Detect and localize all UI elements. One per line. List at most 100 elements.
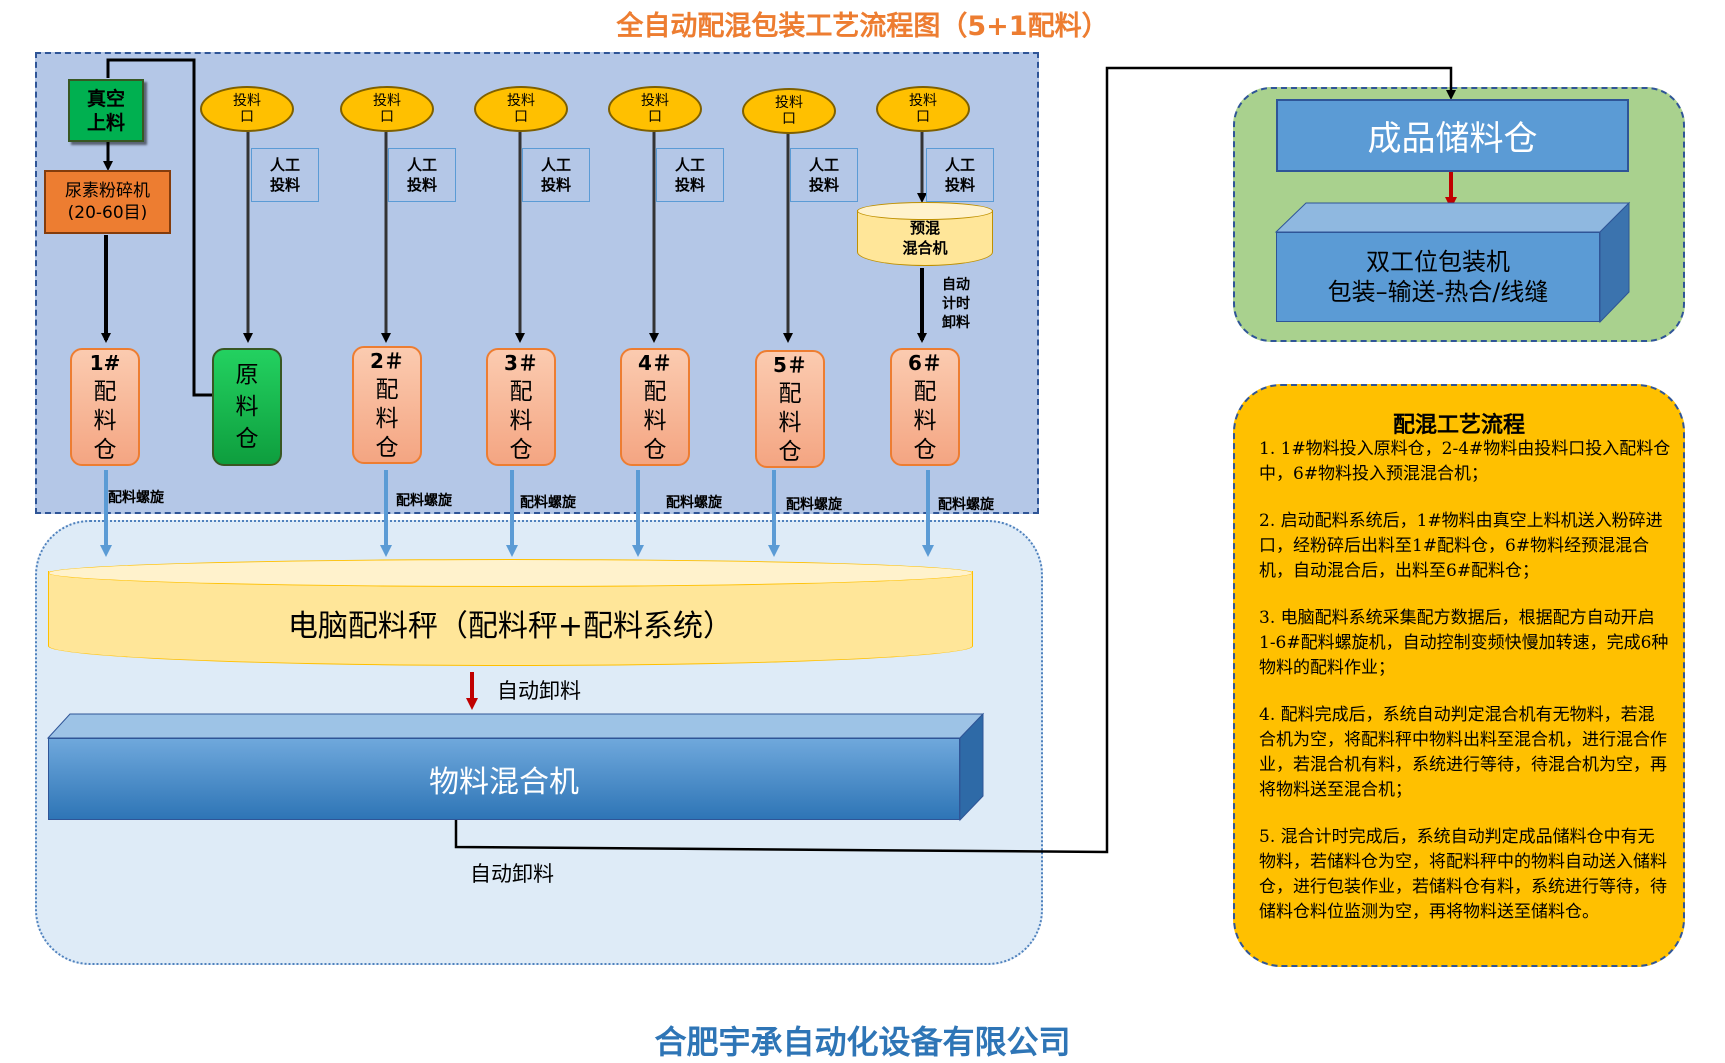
- premix-line2: 混合机: [902, 239, 948, 257]
- manual-line2: 投料: [269, 176, 300, 194]
- auto-unload-label: 自动卸料: [497, 679, 581, 703]
- raw-bin-char3: 仓: [235, 426, 259, 452]
- raw-bin-char2: 料: [235, 394, 259, 420]
- port-label-line2: 口: [380, 109, 394, 125]
- feeding-port: 投料口: [742, 88, 836, 134]
- manual-feed-label: 人工投料: [790, 148, 858, 202]
- feeding-port: 投料口: [474, 86, 568, 132]
- process-step: 5. 混合计时完成后，系统自动判定成品储料仓中有无物料，若储料仓为空，将配料秤中…: [1259, 827, 1667, 922]
- mixer-to-storage-line: [454, 66, 1456, 854]
- batching-scale-label: 电脑配料秤（配料秤+配料系统）: [287, 609, 734, 644]
- batching-scale-top: [48, 559, 973, 587]
- bin-char3: 仓: [913, 437, 937, 463]
- vacuum-loader: 真空 上料: [68, 79, 144, 142]
- finished-product-storage: 成品储料仓: [1276, 99, 1629, 172]
- bin-number: 6＃: [908, 351, 942, 375]
- batching-bin-4: 4＃ 配 料 仓: [620, 348, 690, 466]
- port-label-line2: 口: [648, 109, 662, 125]
- material-mixer-label: 物料混合机: [429, 765, 579, 800]
- bin-char2: 料: [778, 410, 802, 436]
- process-step: 2. 启动配料系统后，1#物料由真空上料机送入粉碎进口，经粉碎后出料至1#配料仓…: [1259, 511, 1663, 581]
- manual-line2: 投料: [808, 176, 839, 194]
- bin-char3: 仓: [643, 437, 667, 463]
- bin-char1: 配: [913, 379, 937, 405]
- process-step: 4. 配料完成后，系统自动判定混合机有无物料，若混合机为空，将配料秤中物料出料至…: [1259, 705, 1667, 800]
- manual-line1: 人工: [674, 156, 705, 174]
- manual-feed-label: 人工投料: [656, 148, 724, 202]
- company-name: 合肥宇承自动化设备有限公司: [654, 1023, 1071, 1061]
- port-label-line2: 口: [782, 111, 796, 127]
- bin-number: 4＃: [638, 351, 672, 375]
- bin-char2: 料: [913, 408, 937, 434]
- auto-unload-line1: 自动: [942, 277, 970, 293]
- screw-label: 配料螺旋: [520, 495, 576, 511]
- port-label-line2: 口: [916, 109, 930, 125]
- manual-line1: 人工: [944, 156, 975, 174]
- material-mixer: 物料混合机: [48, 738, 960, 820]
- diagram-title: 全自动配混包装工艺流程图（5+1配料）: [616, 11, 1109, 42]
- vacuum-loader-line1: 真空: [86, 87, 125, 110]
- port-label-line1: 投料: [233, 93, 261, 109]
- screw-label: 配料螺旋: [786, 497, 842, 513]
- manual-feed-label: 人工投料: [522, 148, 590, 202]
- auto-unload-line3: 卸料: [942, 315, 970, 331]
- mixer-top-face: [46, 713, 985, 739]
- raw-bin-char1: 原: [235, 362, 259, 388]
- packer-line1: 双工位包装机: [1366, 248, 1510, 276]
- dual-station-packer: 双工位包装机 包装–输送-热合/线缝: [1276, 232, 1600, 322]
- bin-char1: 配: [778, 381, 802, 407]
- bin-number: 1#: [89, 351, 121, 375]
- bin-number: 3＃: [504, 351, 538, 375]
- screw-label: 配料螺旋: [666, 495, 722, 511]
- manual-line1: 人工: [808, 156, 839, 174]
- bin-char2: 料: [643, 408, 667, 434]
- vacuum-loader-line2: 上料: [86, 111, 125, 134]
- port-label-line2: 口: [514, 109, 528, 125]
- batching-bin-1: 1# 配 料 仓: [70, 348, 140, 466]
- manual-line2: 投料: [540, 176, 571, 194]
- manual-line2: 投料: [944, 176, 975, 194]
- vacuum-loop-line: [103, 58, 212, 397]
- process-step: 1. 1#物料投入原料仓，2-4#物料由投料口投入配料仓中，6#物料投入预混混合…: [1259, 439, 1671, 484]
- mixer-side-face: [959, 712, 984, 822]
- packer-side-face: [1599, 201, 1630, 324]
- auto-unload-line2: 计时: [942, 296, 970, 312]
- batching-bin-2: 2＃ 配 料 仓: [352, 346, 422, 464]
- auto-unload-label-2: 自动卸料: [470, 862, 554, 886]
- manual-line1: 人工: [406, 156, 437, 174]
- screw-label: 配料螺旋: [396, 493, 452, 509]
- bin-char3: 仓: [375, 435, 399, 461]
- feeding-port: 投料口: [340, 86, 434, 132]
- manual-line1: 人工: [540, 156, 571, 174]
- packer-top-face: [1274, 202, 1631, 233]
- batching-bin-5: 5＃ 配 料 仓: [755, 350, 825, 468]
- port-label-line1: 投料: [775, 95, 803, 111]
- bin-char3: 仓: [509, 437, 533, 463]
- bin-char1: 配: [93, 379, 117, 405]
- bin-number: 2＃: [370, 349, 404, 373]
- bin-char2: 料: [375, 406, 399, 432]
- manual-line1: 人工: [269, 156, 300, 174]
- port-label-line2: 口: [240, 109, 254, 125]
- screw-arrows: [100, 470, 934, 557]
- bin-number: 5＃: [773, 353, 807, 377]
- port-label-line1: 投料: [909, 93, 937, 109]
- raw-material-bin: 原 料 仓: [212, 348, 282, 466]
- crusher-line1: 尿素粉碎机: [65, 181, 150, 201]
- port-label-line1: 投料: [641, 93, 669, 109]
- screw-label: 配料螺旋: [938, 497, 994, 513]
- bin-char3: 仓: [778, 439, 802, 465]
- bin-char2: 料: [509, 408, 533, 434]
- feeding-port: 投料口: [608, 86, 702, 132]
- manual-line2: 投料: [674, 176, 705, 194]
- bin-char1: 配: [643, 379, 667, 405]
- bin-char3: 仓: [93, 437, 117, 463]
- port-label-line1: 投料: [373, 93, 401, 109]
- bin-char1: 配: [509, 379, 533, 405]
- feeding-port: 投料口: [876, 86, 970, 132]
- premix-line1: 预混: [909, 219, 940, 237]
- batching-bin-3: 3＃ 配 料 仓: [486, 348, 556, 466]
- manual-feed-label: 人工投料: [251, 148, 319, 202]
- manual-feed-label: 人工投料: [388, 148, 456, 202]
- premix-mixer-top: [857, 202, 993, 220]
